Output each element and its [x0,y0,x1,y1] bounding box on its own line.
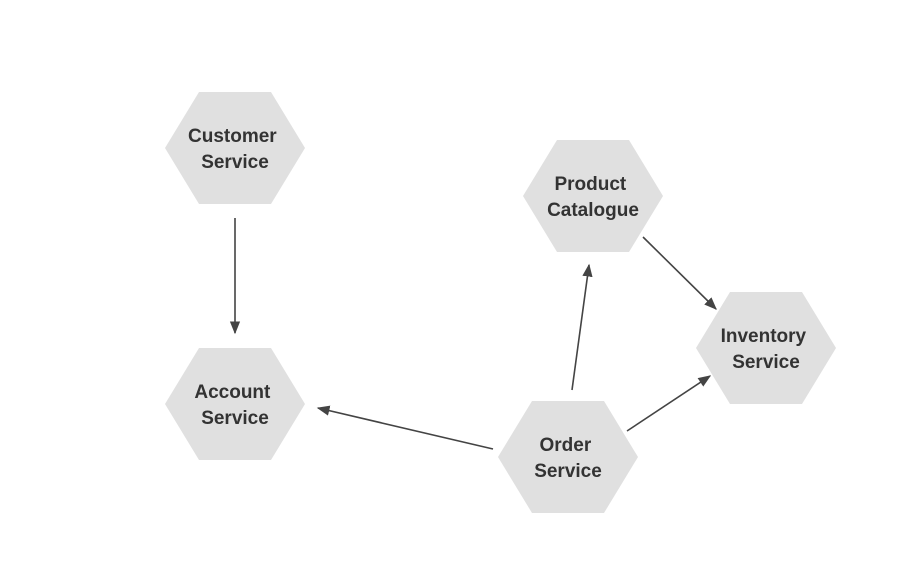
inventory-service-label: Inventory Service [721,326,812,373]
account-service-label: Account Service [194,382,275,429]
customer-service-label-line2: Service [201,152,269,173]
node-order-service[interactable]: Order Service [498,401,638,513]
product-catalogue-hexagon [523,140,663,252]
product-catalogue-label: Product Catalogue [547,174,639,221]
inventory-service-hexagon [696,292,836,404]
account-service-label-line2: Service [201,408,269,429]
node-account-service[interactable]: Account Service [165,348,305,460]
edge-order-to-account [316,405,494,450]
product-catalogue-label-line1: Product [554,174,626,195]
order-service-label: Order Service [534,435,602,482]
node-product-catalogue[interactable]: Product Catalogue [523,140,663,252]
edges-layer [229,218,717,450]
customer-service-label-line1: Customer [188,126,277,147]
account-service-hexagon [165,348,305,460]
order-service-hexagon [498,401,638,513]
product-catalogue-label-line2: Catalogue [547,200,639,221]
customer-service-hexagon [165,92,305,204]
edge-product-to-inventory [642,236,717,310]
account-service-label-line1: Account [194,382,271,403]
edge-order-to-product [571,263,593,391]
customer-service-label: Customer Service [188,126,282,173]
edge-order-to-inventory [626,375,712,432]
order-service-label-line1: Order [539,435,591,456]
inventory-service-label-line2: Service [732,352,800,373]
node-customer-service[interactable]: Customer Service [165,92,305,204]
order-service-label-line2: Service [534,461,602,482]
node-inventory-service[interactable]: Inventory Service [696,292,836,404]
inventory-service-label-line1: Inventory [721,326,807,347]
